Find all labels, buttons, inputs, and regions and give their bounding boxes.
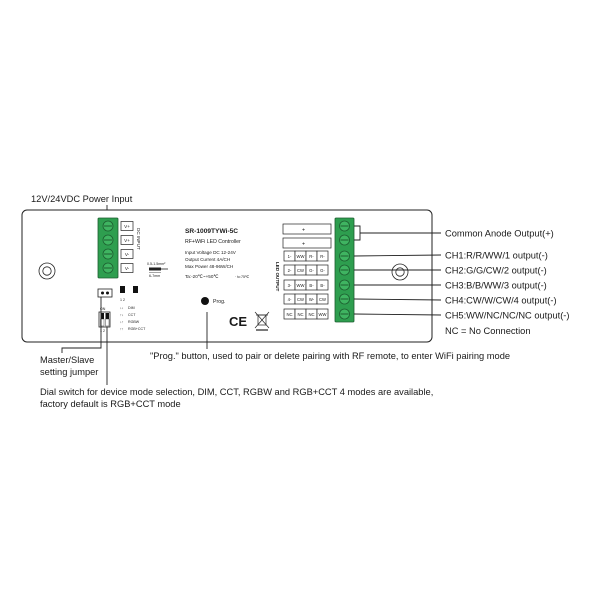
channel-label: CH2:G/G/CW/2 output(-) bbox=[445, 266, 547, 276]
product-subtitle: RF+WiFi LED Controller bbox=[185, 239, 241, 245]
master-slave-label: Master/Slave bbox=[40, 355, 94, 365]
input-terminal-labels: V+ V+ V- V- bbox=[120, 221, 134, 273]
input-terminal-block bbox=[97, 217, 119, 279]
anode-labels: + + bbox=[282, 223, 332, 249]
wire-gauge: 0.5-1.5mm² bbox=[147, 262, 166, 266]
mode-symbol-icon: ↑↑ bbox=[120, 327, 124, 331]
wire-strip-icon: 0.5-1.5mm² 6-7mm bbox=[147, 262, 168, 278]
table-cell: B- bbox=[320, 283, 325, 288]
table-cell: B- bbox=[309, 283, 314, 288]
table-cell: 1- bbox=[288, 254, 292, 259]
nc-note: NC = No Connection bbox=[445, 326, 531, 336]
indicator-block bbox=[120, 286, 125, 293]
table-cell: G- bbox=[309, 268, 314, 273]
spec-line: Output Current 4A/CH bbox=[185, 257, 230, 262]
strip-length: 6-7mm bbox=[149, 274, 160, 278]
prog-button-label: Prog. bbox=[213, 299, 225, 305]
dip-numbers: 1 2 bbox=[100, 329, 105, 333]
table-cell: 3- bbox=[288, 283, 292, 288]
terminal-label: V+ bbox=[124, 238, 130, 243]
table-cell: NC bbox=[308, 312, 314, 317]
power-input-label: 12V/24VDC Power Input bbox=[31, 194, 133, 204]
table-cell: NC bbox=[297, 312, 303, 317]
table-cell: CW bbox=[297, 297, 304, 302]
spec-line: Input Voltage DC 12-24V bbox=[185, 250, 237, 255]
output-section-label: LED OUTPUT bbox=[275, 262, 280, 292]
model-name: SR-1009TYWi-5C bbox=[185, 228, 238, 235]
temperature-rating: Ta:-20℃~+50℃ bbox=[185, 274, 219, 279]
prog-button-icon[interactable] bbox=[201, 297, 209, 305]
mode-label: CCT bbox=[128, 313, 136, 317]
master-slave-label: setting jumper bbox=[40, 367, 98, 377]
table-cell: W- bbox=[309, 297, 315, 302]
mode-symbol-icon: ↑↓ bbox=[120, 313, 124, 317]
table-cell: R- bbox=[309, 254, 314, 259]
mode-symbol-icon: ↓↑ bbox=[120, 320, 124, 324]
table-cell: 4- bbox=[288, 297, 292, 302]
terminal-label: V+ bbox=[124, 224, 130, 229]
mode-switch-numbers: 1 2 bbox=[120, 298, 125, 302]
mode-label: RGB+CCT bbox=[128, 327, 146, 331]
channel-label: CH4:CW/W/CW/4 output(-) bbox=[445, 296, 557, 306]
anode-label: + bbox=[302, 228, 305, 234]
master-slave-jumper[interactable] bbox=[97, 288, 113, 298]
dip-switch[interactable] bbox=[98, 311, 111, 328]
terminal-label: V- bbox=[125, 252, 130, 257]
table-cell: NC bbox=[286, 312, 292, 317]
common-anode-label: Common Anode Output(+) bbox=[445, 229, 554, 239]
prog-note: "Prog." button, used to pair or delete p… bbox=[150, 351, 510, 361]
mode-symbol-icon: ↓↓ bbox=[120, 306, 124, 310]
input-section-label: DC INPUT bbox=[136, 228, 141, 250]
table-cell: CW bbox=[297, 268, 304, 273]
indicator-block bbox=[133, 286, 138, 293]
dip-on-label: ON bbox=[100, 307, 106, 311]
mode-label: RGBW bbox=[128, 320, 140, 324]
table-cell: WW bbox=[297, 283, 305, 288]
channel-label: CH5:WW/NC/NC/NC output(-) bbox=[445, 311, 569, 321]
table-cell: R- bbox=[320, 254, 325, 259]
terminal-label: V- bbox=[125, 266, 130, 271]
ce-mark-icon: CE bbox=[229, 314, 247, 329]
table-cell: CW bbox=[319, 297, 326, 302]
dial-switch-label: factory default is RGB+CCT mode bbox=[40, 399, 181, 409]
anode-label: + bbox=[302, 242, 305, 248]
mounting-hole-icon bbox=[38, 262, 56, 280]
output-terminal-block bbox=[334, 217, 355, 323]
output-table: 1- WW R- R- 2- CW G- G- 3- WW B- B- 4- C… bbox=[283, 250, 329, 320]
table-cell: WW bbox=[319, 312, 327, 317]
output-leaders bbox=[353, 225, 442, 316]
dial-switch-label: Dial switch for device mode selection, D… bbox=[40, 387, 433, 397]
tc-rating: · tc:75℃ bbox=[235, 275, 250, 279]
table-cell: WW bbox=[297, 254, 305, 259]
mode-list: ↓↓ DIM ↑↓ CCT ↓↑ RGBW ↑↑ RGB+CCT bbox=[120, 306, 146, 331]
crossed-bin-icon bbox=[254, 311, 270, 331]
mode-label: DIM bbox=[128, 306, 135, 310]
table-cell: 2- bbox=[288, 268, 292, 273]
table-cell: G- bbox=[320, 268, 325, 273]
channel-label: CH3:B/B/WW/3 output(-) bbox=[445, 281, 547, 291]
channel-label: CH1:R/R/WW/1 output(-) bbox=[445, 251, 548, 261]
master-slave-leader bbox=[61, 297, 102, 353]
spec-line: Max Power 48-96W/CH bbox=[185, 264, 233, 269]
mounting-hole-icon bbox=[391, 263, 409, 281]
